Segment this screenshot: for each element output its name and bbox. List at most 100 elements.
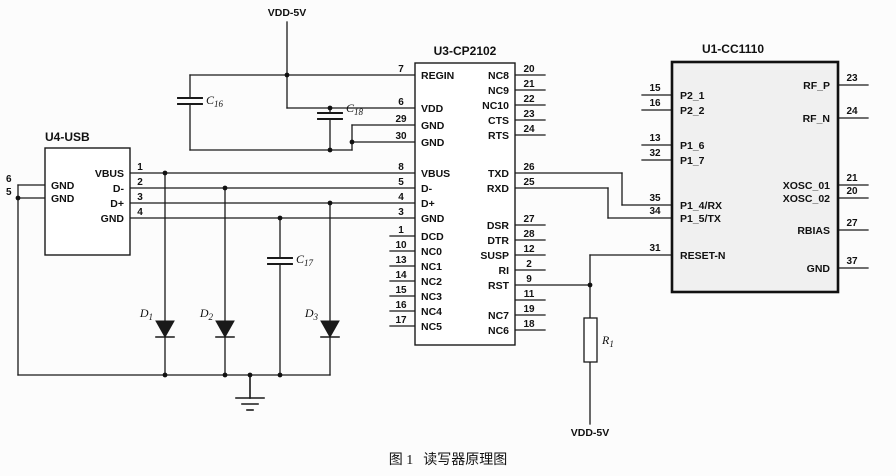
cc1110-component: U1-CC1110 P2_1 P2_2 P1_6 P1_7 P1_4/RX P1…	[649, 42, 858, 294]
pin-number: 20	[523, 64, 535, 75]
pin-name: VDD	[421, 103, 444, 115]
cap-c18-label: C18	[346, 101, 364, 117]
pin-number: 26	[523, 162, 535, 173]
pin-number: 15	[395, 285, 407, 296]
resistor-r1-label: R1	[601, 333, 614, 349]
pin-name: XOSC_02	[783, 193, 830, 205]
pin-name: D+	[421, 198, 435, 210]
pin-number: 24	[846, 106, 858, 117]
pin-name: NC7	[488, 310, 509, 322]
pin-number: 12	[523, 244, 535, 255]
pin-number: 5	[398, 177, 404, 188]
pin-number: 35	[649, 193, 661, 204]
pin-number: 25	[523, 177, 535, 188]
diode-d1-label: D1	[139, 306, 153, 322]
capacitor-c18-symbol	[317, 112, 343, 120]
pin-number: 20	[846, 186, 858, 197]
pin-name: RI	[499, 265, 510, 277]
pin-name: RST	[488, 280, 510, 292]
ground-symbol	[235, 374, 265, 411]
pin-name: GND	[421, 213, 445, 225]
pin-name: RXD	[487, 183, 510, 195]
pin-name: NC0	[421, 246, 442, 258]
diode-d2-label: D2	[199, 306, 214, 322]
pin-name: DSR	[487, 220, 510, 232]
pin-name: TXD	[488, 168, 509, 180]
pin-name: NC4	[421, 306, 442, 318]
pin-number: 6	[398, 97, 404, 108]
wires	[17, 21, 869, 425]
pin-number: 8	[398, 162, 404, 173]
pin-name: RF_P	[803, 80, 830, 92]
pin-name: NC3	[421, 291, 442, 303]
pin-name: DTR	[487, 235, 509, 247]
capacitor-c16-symbol	[177, 97, 203, 105]
pin-number: 30	[395, 131, 407, 142]
pin-number: 10	[395, 240, 407, 251]
pin-name: P1_7	[680, 155, 705, 167]
pin-name: NC6	[488, 325, 509, 337]
pin-name: CTS	[488, 115, 509, 127]
pin-number: 23	[846, 73, 858, 84]
usb-title: U4-USB	[45, 130, 90, 144]
pin-number: 3	[137, 192, 143, 203]
cap-c16-label: C16	[206, 93, 224, 109]
cp2102-component: U3-CP2102 REGIN VDD GND GND VBUS D- D+ G…	[395, 44, 535, 346]
pin-name: XOSC_01	[783, 180, 830, 192]
pin-number: 27	[846, 218, 858, 229]
pin-number: 9	[526, 274, 532, 285]
pin-number: 13	[395, 255, 407, 266]
pin-number: 22	[523, 94, 535, 105]
pin-number: 1	[137, 162, 143, 173]
pin-number: 1	[398, 225, 404, 236]
pin-name: P2_1	[680, 90, 705, 102]
pin-number: 24	[523, 124, 535, 135]
pin-name: NC2	[421, 276, 442, 288]
pin-number: 27	[523, 214, 535, 225]
pin-number: 37	[846, 256, 858, 267]
pin-name: D-	[421, 183, 433, 195]
pin-number: 21	[523, 79, 535, 90]
pin-number: 4	[398, 192, 404, 203]
cp2102-title: U3-CP2102	[434, 44, 497, 58]
pin-number: 11	[524, 289, 535, 300]
pin-name: P1_6	[680, 140, 705, 152]
pin-name: NC10	[482, 100, 509, 112]
pin-name: GND	[807, 263, 831, 275]
pin-name: P1_5/TX	[680, 213, 721, 225]
pin-name: NC9	[488, 85, 509, 97]
pin-name: GND	[51, 193, 75, 205]
pin-name: VBUS	[95, 168, 124, 180]
pin-name: D-	[113, 183, 125, 195]
cap-c17-label: C17	[296, 252, 314, 268]
pin-name: NC5	[421, 321, 442, 333]
pin-number: 17	[395, 315, 407, 326]
pin-number: 13	[649, 133, 661, 144]
pin-name: VBUS	[421, 168, 450, 180]
vdd-top-label: VDD-5V	[268, 7, 307, 19]
pin-name: GND	[51, 180, 75, 192]
pin-name: P2_2	[680, 105, 705, 117]
pin-number: 34	[649, 206, 661, 217]
pin-number: 4	[137, 207, 143, 218]
pin-name: D+	[110, 198, 124, 210]
capacitor-c17-symbol	[267, 257, 293, 265]
diode-d2-symbol	[215, 320, 235, 339]
junction-dots	[15, 72, 593, 378]
pin-number: 28	[523, 229, 535, 240]
pin-name: GND	[421, 120, 445, 132]
pin-name: NC8	[488, 70, 509, 82]
diode-d3-symbol	[320, 320, 340, 339]
pin-number: 31	[649, 243, 661, 254]
pin-number: 16	[649, 98, 661, 109]
pin-number: 7	[398, 64, 404, 75]
pin-number: 32	[649, 148, 661, 159]
pin-number: 21	[846, 173, 858, 184]
pin-name: NC1	[421, 261, 442, 273]
pin-number: 15	[649, 83, 661, 94]
diode-d1-symbol	[155, 320, 175, 339]
cc1110-box	[670, 60, 840, 294]
